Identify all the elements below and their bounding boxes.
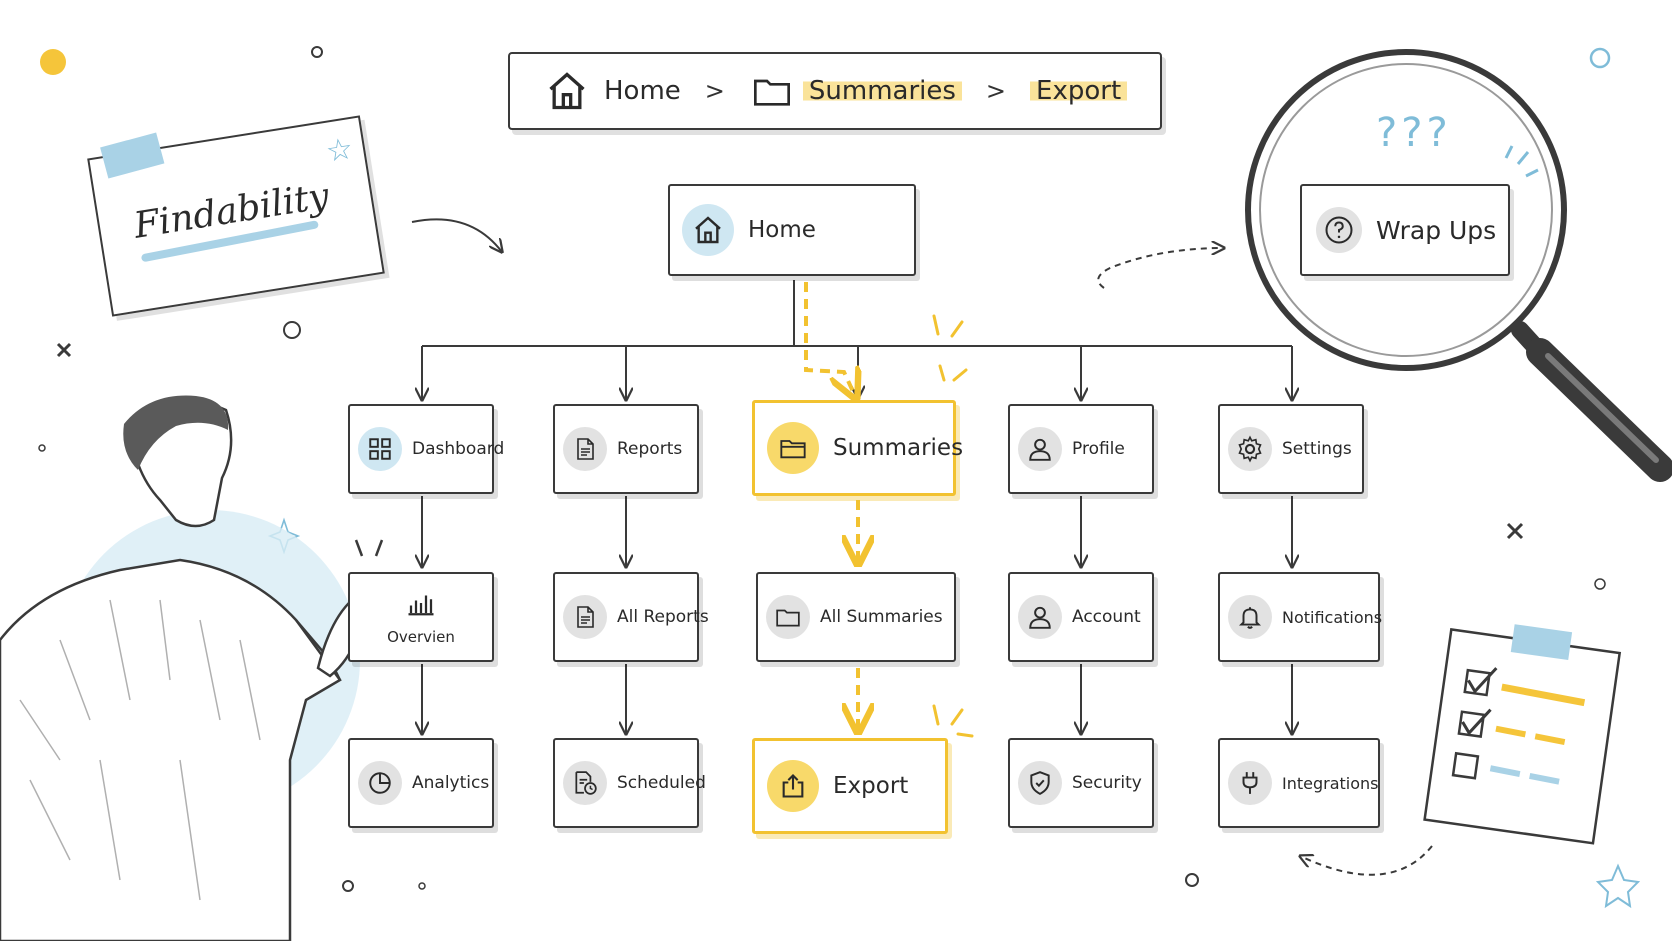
node-label: Notifications	[1282, 607, 1383, 627]
user-icon	[1018, 595, 1062, 639]
node-account[interactable]: Account	[1008, 572, 1154, 662]
grid-icon	[358, 427, 402, 471]
node-notifications[interactable]: Notifications	[1218, 572, 1383, 662]
node-label: Dashboard	[412, 439, 505, 459]
home-icon	[549, 72, 585, 110]
question-circle-icon	[1316, 207, 1362, 253]
node-label: Profile	[1072, 439, 1125, 459]
node-reports[interactable]: Reports	[553, 404, 699, 494]
node-label: Export	[833, 773, 909, 799]
node-all-reports[interactable]: All Reports	[553, 572, 709, 662]
shield-icon	[1018, 761, 1062, 805]
bar-chart-icon	[404, 588, 438, 622]
bell-icon	[1228, 595, 1272, 639]
wrap-ups-label: Wrap Ups	[1376, 215, 1497, 245]
node-label: Account	[1072, 607, 1141, 627]
breadcrumb-item-home[interactable]: Home	[544, 69, 681, 113]
breadcrumb-item-export[interactable]: Export	[1030, 76, 1128, 106]
node-integrations[interactable]: Integrations	[1218, 738, 1380, 828]
wrap-ups-node[interactable]: Wrap Ups	[1300, 184, 1510, 276]
gear-icon	[1228, 427, 1272, 471]
node-label: Summaries	[833, 435, 964, 461]
breadcrumb-separator: >	[985, 77, 1007, 105]
decor-arrows	[411, 218, 1433, 876]
node-label: Integrations	[1282, 773, 1379, 793]
breadcrumb-item-summaries[interactable]: Summaries	[749, 71, 962, 111]
document-icon	[563, 427, 607, 471]
node-label: Analytics	[412, 773, 490, 793]
share-upload-icon	[767, 760, 819, 812]
node-label: Security	[1072, 773, 1142, 793]
node-export[interactable]: Export	[752, 738, 948, 834]
folder-icon	[753, 79, 790, 106]
tree-root-home[interactable]: Home	[668, 184, 916, 276]
node-label: All Reports	[617, 607, 709, 627]
node-analytics[interactable]: Analytics	[348, 738, 494, 828]
checklist-illustration	[1423, 624, 1622, 845]
folder-icon	[767, 422, 819, 474]
node-dashboard[interactable]: Dashboard	[348, 404, 504, 494]
plug-icon	[1228, 761, 1272, 805]
highlight-home-summaries	[804, 282, 856, 398]
sparkle-strokes	[932, 314, 974, 738]
breadcrumb-export-label: Export	[1030, 76, 1128, 106]
node-settings[interactable]: Settings	[1218, 404, 1364, 494]
node-label: Scheduled	[617, 773, 706, 793]
document-icon	[563, 595, 607, 639]
pie-chart-icon	[358, 761, 402, 805]
tree-root-label: Home	[748, 217, 816, 243]
breadcrumb-summaries-label: Summaries	[802, 76, 962, 106]
question-marks: ???	[1376, 110, 1452, 156]
folder-icon	[766, 595, 810, 639]
node-all-summaries[interactable]: All Summaries	[756, 572, 956, 662]
breadcrumb: Home > Summaries > Export	[508, 52, 1162, 130]
highlight-path	[804, 282, 858, 732]
breadcrumb-home-label: Home	[604, 76, 681, 106]
node-label: All Summaries	[820, 607, 943, 627]
node-summaries[interactable]: Summaries	[752, 400, 963, 496]
node-overview[interactable]: Overvien	[348, 572, 494, 662]
node-profile[interactable]: Profile	[1008, 404, 1154, 494]
user-icon	[1018, 427, 1062, 471]
breadcrumb-separator: >	[704, 77, 725, 105]
node-scheduled[interactable]: Scheduled	[553, 738, 706, 828]
person-illustration	[0, 395, 384, 941]
document-clock-icon	[563, 761, 607, 805]
node-security[interactable]: Security	[1008, 738, 1154, 828]
node-label: Overvien	[387, 628, 455, 646]
tree-connectors	[422, 280, 1292, 734]
star-icon: ☆	[323, 131, 356, 170]
magnifier-graphic	[1245, 49, 1672, 482]
node-label: Settings	[1282, 439, 1352, 459]
node-label: Reports	[617, 439, 683, 459]
home-icon	[682, 204, 734, 256]
